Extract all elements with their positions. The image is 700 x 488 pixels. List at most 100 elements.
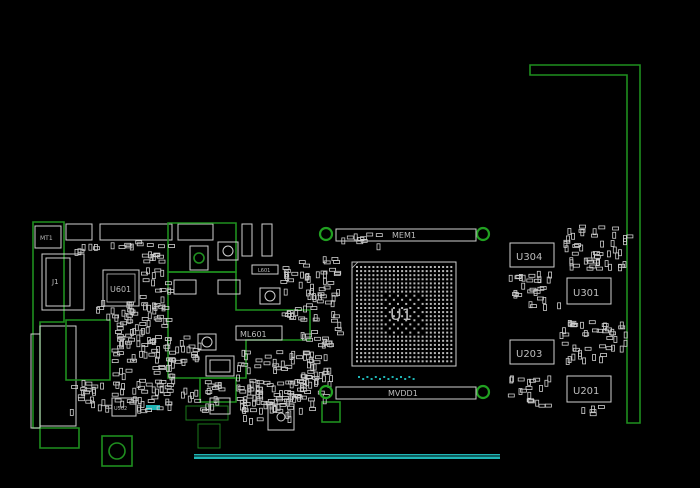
chip-u301[interactable]: U301 xyxy=(566,277,612,305)
passive-pad xyxy=(296,355,303,360)
bga-ball xyxy=(372,348,375,350)
passive-pad xyxy=(126,341,131,349)
passive-pad xyxy=(271,385,276,393)
bga-ball xyxy=(368,278,371,281)
bga-ball xyxy=(450,323,453,326)
passive-pad xyxy=(180,358,188,363)
bga-ball xyxy=(356,323,358,326)
passive-pad xyxy=(117,337,124,342)
passive-pad xyxy=(323,354,328,362)
passive-pad xyxy=(281,312,289,317)
bga-ball xyxy=(401,331,404,334)
bga-ball xyxy=(376,302,379,305)
u203-label: U203 xyxy=(516,349,542,360)
passive-pad xyxy=(537,286,545,291)
edge-connector[interactable] xyxy=(194,454,500,459)
passive-pad xyxy=(571,353,576,361)
bga-ball xyxy=(372,327,375,330)
chip-u203[interactable]: U203 xyxy=(509,339,555,365)
bga-ball xyxy=(442,352,445,355)
inductor-ml601[interactable]: ML601 xyxy=(235,325,283,341)
passive-pad xyxy=(136,340,141,348)
bga-ball xyxy=(401,274,404,277)
bga-ball xyxy=(425,323,428,326)
bga-ball xyxy=(446,311,449,314)
passive-pad xyxy=(318,371,323,379)
passive-pad xyxy=(265,401,273,406)
chip-u601[interactable]: U601 xyxy=(102,269,140,307)
bga-ball xyxy=(372,266,375,268)
passive-pad xyxy=(610,240,615,247)
passive-pad xyxy=(255,390,260,398)
bga-ball xyxy=(405,348,408,350)
bga-ball xyxy=(376,360,379,363)
bga-ball xyxy=(372,294,375,297)
passive-pad xyxy=(139,350,144,358)
passive-pad xyxy=(116,326,124,331)
j1-label: J1 xyxy=(51,278,59,286)
passive-pad xyxy=(151,348,159,353)
bga-ball xyxy=(442,286,445,289)
passive-pad xyxy=(132,328,137,335)
passive-pad xyxy=(312,295,317,303)
bga-ball xyxy=(450,298,453,301)
bga-ball xyxy=(392,331,395,334)
passive-pad xyxy=(533,377,541,382)
passive-pad xyxy=(165,317,173,322)
passive-pad xyxy=(303,305,308,313)
chip-u304[interactable]: U304 xyxy=(509,242,555,268)
bga-ball xyxy=(409,290,412,293)
passive-pad xyxy=(110,307,115,315)
passive-pad xyxy=(151,302,156,310)
bga-ball xyxy=(356,290,358,293)
bga-ball xyxy=(401,339,404,342)
bga-ball xyxy=(438,311,440,314)
rail-mem1[interactable]: MEM1 xyxy=(318,226,491,242)
chip-u201[interactable]: U201 xyxy=(566,375,612,403)
bga-ball xyxy=(405,294,408,297)
bga-ball xyxy=(409,360,412,363)
connector-j1[interactable]: J1 xyxy=(41,253,85,311)
bga-ball xyxy=(429,352,432,355)
bga-ball xyxy=(372,311,375,314)
bga-ball xyxy=(388,302,391,305)
bga-ball xyxy=(442,302,445,305)
passive-pad xyxy=(151,386,156,394)
bga-ball xyxy=(446,315,449,318)
passive-pad xyxy=(215,398,220,406)
passive-pad xyxy=(167,289,175,293)
bga-ball xyxy=(376,270,379,273)
bga-ball xyxy=(392,352,395,355)
bga-ball xyxy=(433,311,436,314)
bga-ball xyxy=(446,278,449,281)
passive-pad xyxy=(579,224,586,229)
passive-pad xyxy=(157,244,165,249)
passive-pad xyxy=(578,352,582,360)
mounting-hole-mt1[interactable]: MT1 xyxy=(34,225,62,249)
bga-ball xyxy=(413,356,416,359)
inductor-l601[interactable]: L601 xyxy=(251,264,279,275)
passive-pad xyxy=(154,388,159,396)
rail-mvdd1[interactable]: MVDD1 xyxy=(318,384,491,400)
passive-pad xyxy=(608,263,612,271)
bga-ball xyxy=(450,348,453,350)
bga-ball xyxy=(417,274,420,277)
bga-ball xyxy=(360,319,363,322)
passive-pad xyxy=(255,358,263,363)
bga-ball xyxy=(450,307,453,309)
bga-ball xyxy=(384,315,387,318)
passive-pad xyxy=(94,243,98,251)
bga-ball xyxy=(409,278,412,281)
passive-pad xyxy=(291,271,299,276)
bga-ball xyxy=(425,290,428,293)
bga-ball xyxy=(384,323,387,326)
chip-u1-bga[interactable]: U1 xyxy=(351,261,457,367)
test-point xyxy=(374,376,377,378)
bga-ball xyxy=(438,282,440,285)
passive-pad xyxy=(285,380,293,385)
passive-pad xyxy=(117,351,124,356)
bga-ball xyxy=(388,278,391,281)
passive-pad xyxy=(571,251,579,256)
passive-pad xyxy=(314,378,319,386)
bga-ball xyxy=(429,311,432,314)
